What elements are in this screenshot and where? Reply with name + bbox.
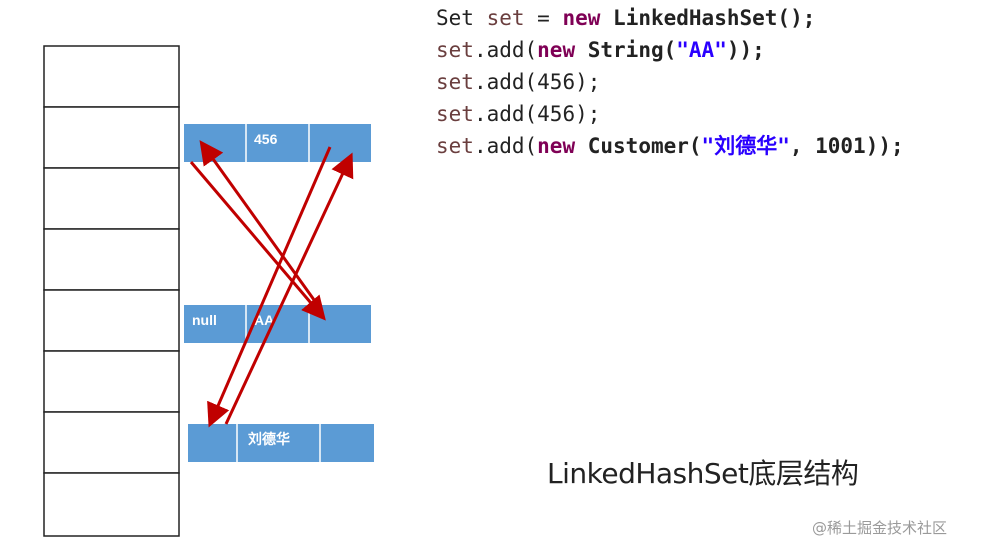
code-token: set [436, 134, 474, 158]
code-token: Set [436, 6, 487, 30]
table-bucket [43, 106, 180, 169]
arrow-456-next-to-liu [207, 146, 332, 428]
code-token: set [436, 38, 474, 62]
table-bucket [43, 289, 180, 352]
table-bucket [43, 472, 180, 537]
code-token: = [524, 6, 563, 30]
code-token: .add( [473, 134, 538, 158]
code-line: Set set = new LinkedHashSet(); [436, 2, 904, 34]
node-value-label: 456 [254, 131, 278, 147]
code-token: , 1001)); [789, 134, 904, 158]
arrow-liu-prev-to-456 [224, 152, 354, 425]
code-token: LinkedHashSet [613, 6, 778, 30]
table-bucket [43, 411, 180, 474]
code-token: new [562, 6, 601, 30]
table-bucket [43, 45, 180, 108]
hash-table [43, 45, 180, 537]
code-line: set.add(456); [436, 66, 904, 98]
diagram-caption: LinkedHashSet底层结构 [547, 457, 859, 490]
link-arrows [189, 140, 354, 428]
node-prev-label: null [192, 312, 217, 328]
code-token: set [486, 6, 525, 30]
code-line: set.add(456); [436, 98, 904, 130]
arrow-aa-next-to-456 [199, 140, 324, 312]
code-token: String( [587, 38, 677, 62]
node-value-label: 刘德华 [248, 431, 290, 447]
code-token: "刘德华" [701, 134, 790, 158]
code-token: set [436, 70, 474, 94]
code-line: set.add(new Customer("刘德华", 1001)); [436, 130, 904, 162]
code-token: .add(456); [473, 102, 601, 126]
node-box [188, 424, 374, 462]
code-token: )); [726, 38, 765, 62]
table-bucket [43, 167, 180, 230]
code-token: new [537, 38, 576, 62]
watermark: @稀土掘金技术社区 [812, 519, 948, 537]
node-liu-de-hua: 刘德华 [188, 424, 374, 462]
code-token: "AA" [676, 38, 727, 62]
table-bucket [43, 228, 180, 291]
code-token: (); [777, 6, 816, 30]
code-line: set.add(new String("AA")); [436, 34, 904, 66]
code-token: new [537, 134, 576, 158]
table-bucket [43, 350, 180, 413]
code-block: Set set = new LinkedHashSet();set.add(ne… [436, 2, 904, 162]
node-value-label: AA [254, 312, 274, 328]
code-token: .add(456); [473, 70, 601, 94]
arrow-456-prev-to-aa [189, 161, 326, 321]
code-token: .add( [473, 38, 538, 62]
code-token: Customer( [587, 134, 702, 158]
code-token: set [436, 102, 474, 126]
